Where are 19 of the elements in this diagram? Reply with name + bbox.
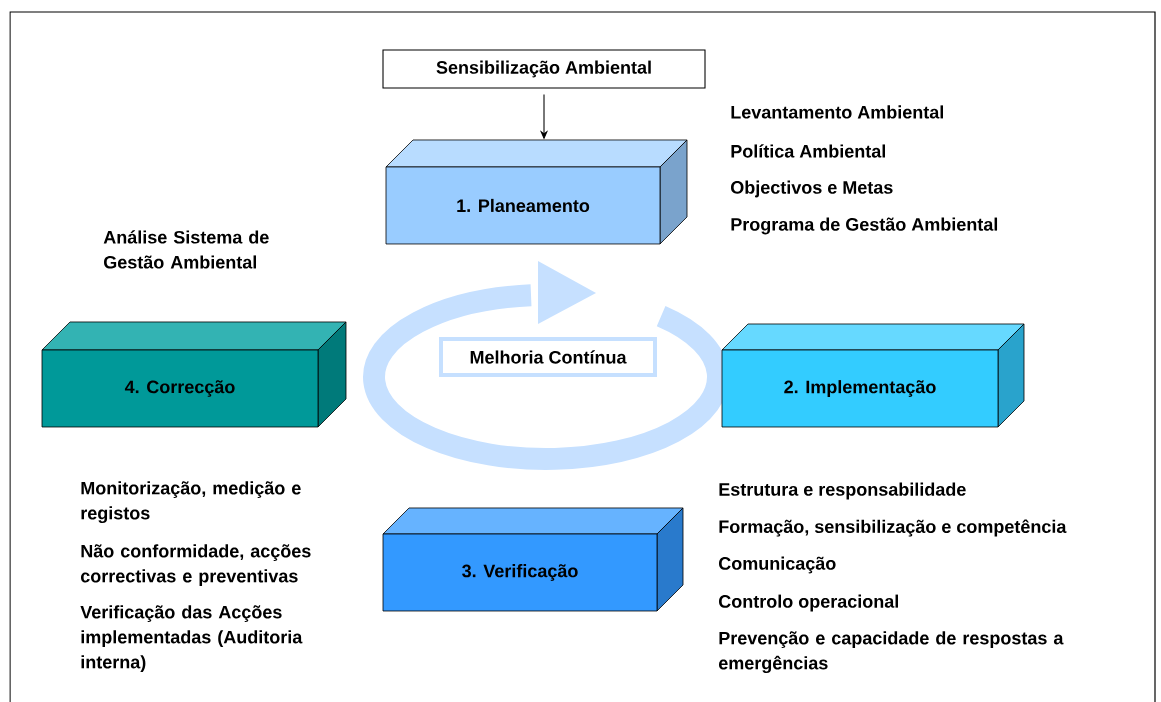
- note-text: Comunicação: [719, 556, 836, 574]
- note-text: Análise Sistema de Gestão Ambiental: [103, 230, 269, 269]
- note-text: Formação, sensibilização e competência: [719, 519, 1067, 537]
- process-block: 3. Verificação: [382, 507, 684, 612]
- note-text: Política Ambiental: [731, 144, 885, 158]
- note-text: Estrutura e responsabilidade: [719, 482, 966, 500]
- note-text: Programa de Gestão Ambiental: [731, 217, 998, 235]
- center-label-box: Melhoria Contínua: [439, 337, 657, 377]
- note-text: Prevenção e capacidade de respostas a emergências: [719, 631, 1064, 674]
- note-text: Controlo operacional: [719, 594, 898, 612]
- title-box: Sensibilização Ambiental: [382, 49, 706, 89]
- note-text: Monitorização, medição e registos: [81, 481, 301, 524]
- note-text: Levantamento Ambiental: [731, 105, 943, 119]
- note-text: Objectivos e Metas: [731, 180, 893, 198]
- process-block: 4. Correcção: [41, 321, 347, 428]
- note-text: Verificação das Acções implementadas (Auditoria interna): [80, 605, 303, 673]
- process-block: 2. Implementação: [721, 323, 1025, 428]
- note-text: Não conformidade, acções correctivas e preventivas: [81, 544, 311, 587]
- process-block: 1. Planeamento: [385, 139, 688, 245]
